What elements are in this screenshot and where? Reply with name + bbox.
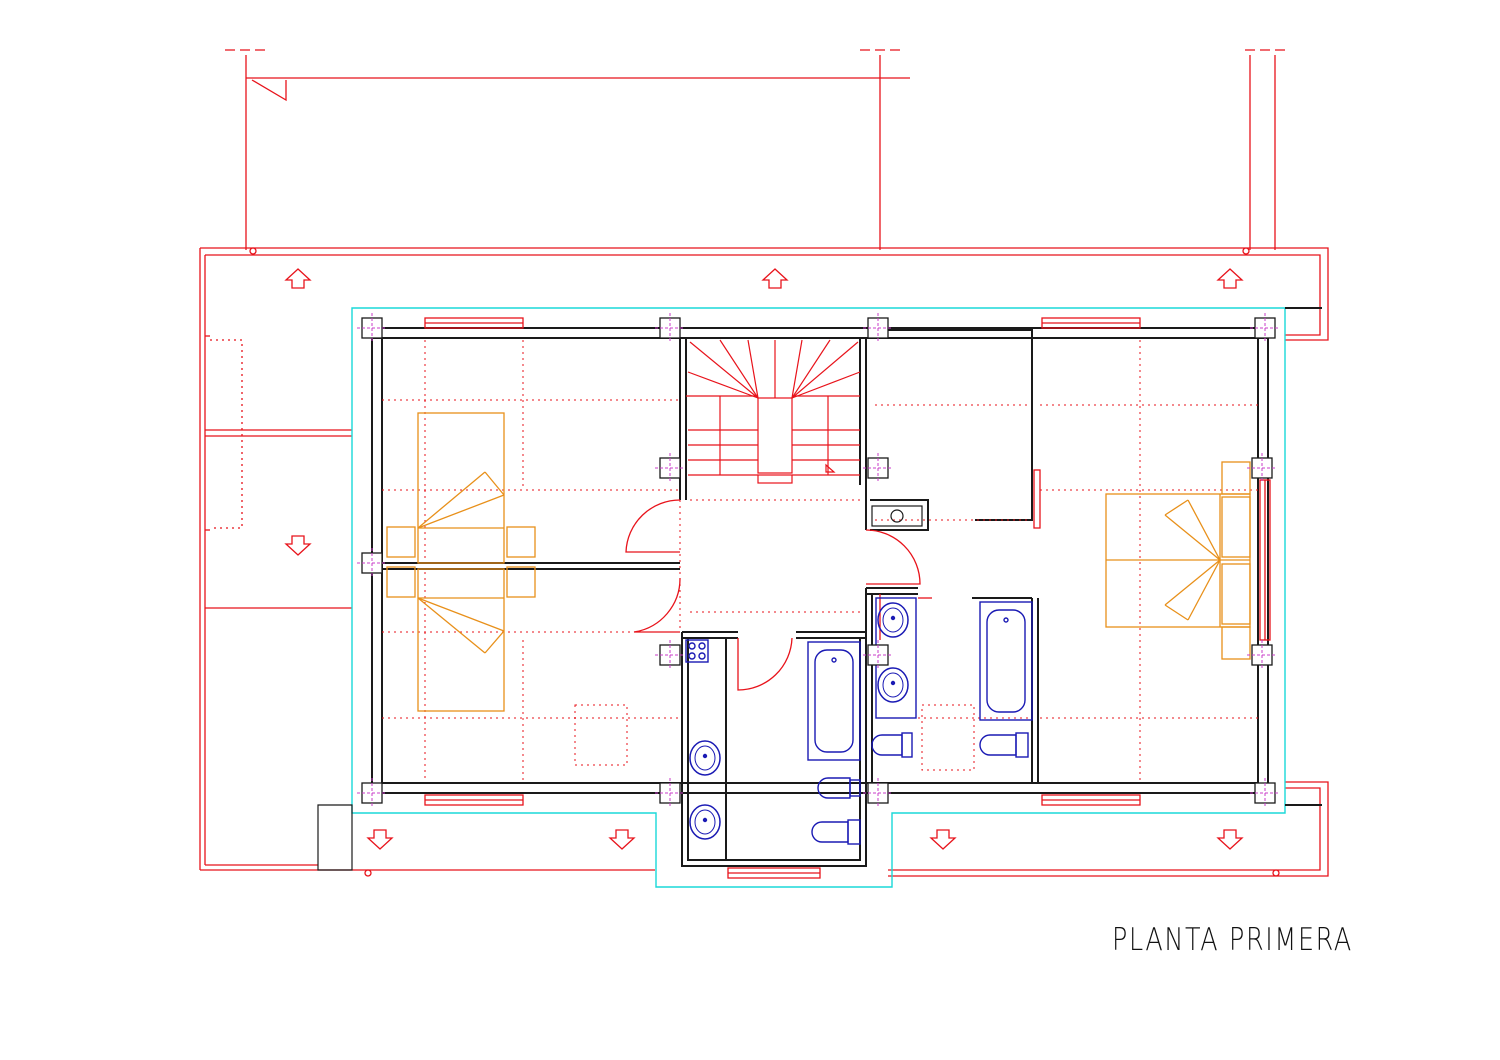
slope-arrow-icon: [762, 268, 788, 289]
drawing-title: PLANTA PRIMERA: [1112, 922, 1353, 958]
structural-column-icon: [862, 639, 894, 671]
washbasin-closet: [871, 505, 923, 527]
structural-column-icon: [862, 312, 894, 344]
structural-column-icon: [1249, 312, 1281, 344]
roof-overhang-top: [199, 49, 1329, 870]
slope-arrow-icon: [285, 268, 311, 289]
structural-column-icon: [654, 639, 686, 671]
structural-column-icon: [654, 452, 686, 484]
roof-slope-arrows: [285, 268, 1243, 850]
structural-column-icon: [862, 452, 894, 484]
slope-arrow-icon: [367, 829, 393, 850]
slope-arrow-icon: [1217, 829, 1243, 850]
exterior-walls: [317, 307, 1322, 871]
structural-column-icon: [654, 312, 686, 344]
structural-column-icon: [356, 547, 388, 579]
building-outline: [351, 307, 1286, 888]
structural-column-icon: [356, 777, 388, 809]
doors: [625, 499, 932, 691]
slope-arrow-icon: [930, 829, 956, 850]
slope-arrow-icon: [1217, 268, 1243, 289]
windows: [424, 317, 1271, 879]
structural-column-icon: [654, 777, 686, 809]
slope-arrow-icon: [609, 829, 635, 850]
bed-right-double: [1105, 461, 1251, 660]
sanitary-fixtures: [685, 597, 1033, 845]
slope-arrow-icon: [285, 535, 311, 556]
structural-column-icon: [862, 777, 894, 809]
bed-left-twin: [386, 412, 536, 712]
structural-column-icon: [1249, 777, 1281, 809]
structural-column-icon: [356, 312, 388, 344]
structural-column-icon: [1246, 452, 1278, 484]
staircase: [686, 339, 861, 484]
roof-overhang-bottom: [200, 781, 1329, 877]
structural-column-icon: [1246, 639, 1278, 671]
